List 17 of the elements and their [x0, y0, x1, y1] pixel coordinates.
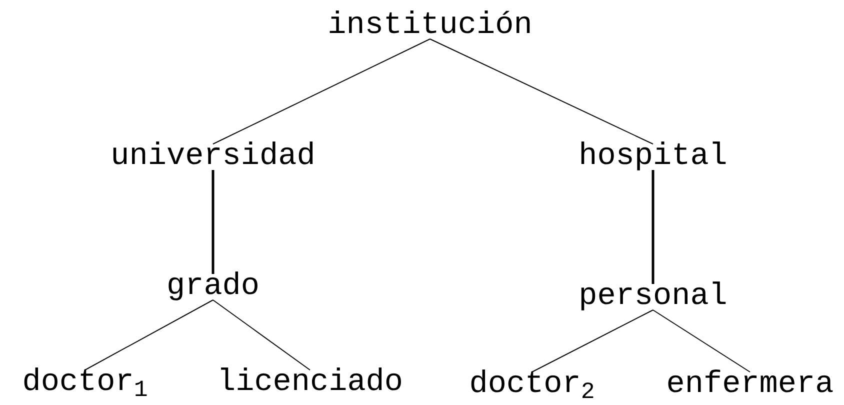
tree-branch-line [430, 38, 654, 144]
tree-node-label: grado [166, 270, 260, 304]
tree-node-label: universidad [110, 140, 316, 174]
tree-branch-line [212, 38, 430, 144]
tree-node-label: enfermera [666, 368, 834, 402]
tree-node-label: hospital [578, 140, 728, 174]
tree-node-label: personal [578, 280, 728, 314]
tree-node-label: doctor$_{1}$ [22, 366, 148, 400]
tree-node-label: doctor$_{2}$ [469, 368, 595, 402]
tree-branch-line [652, 170, 654, 284]
tree-node-label: licenciado [216, 366, 404, 400]
tree-branch-line [652, 310, 750, 372]
tree-branch-line [212, 170, 214, 274]
tree-branch-line [84, 300, 214, 370]
tree-node-label: institución [328, 9, 532, 43]
tree-branch-line [532, 310, 654, 372]
tree-branch-line [212, 300, 310, 370]
